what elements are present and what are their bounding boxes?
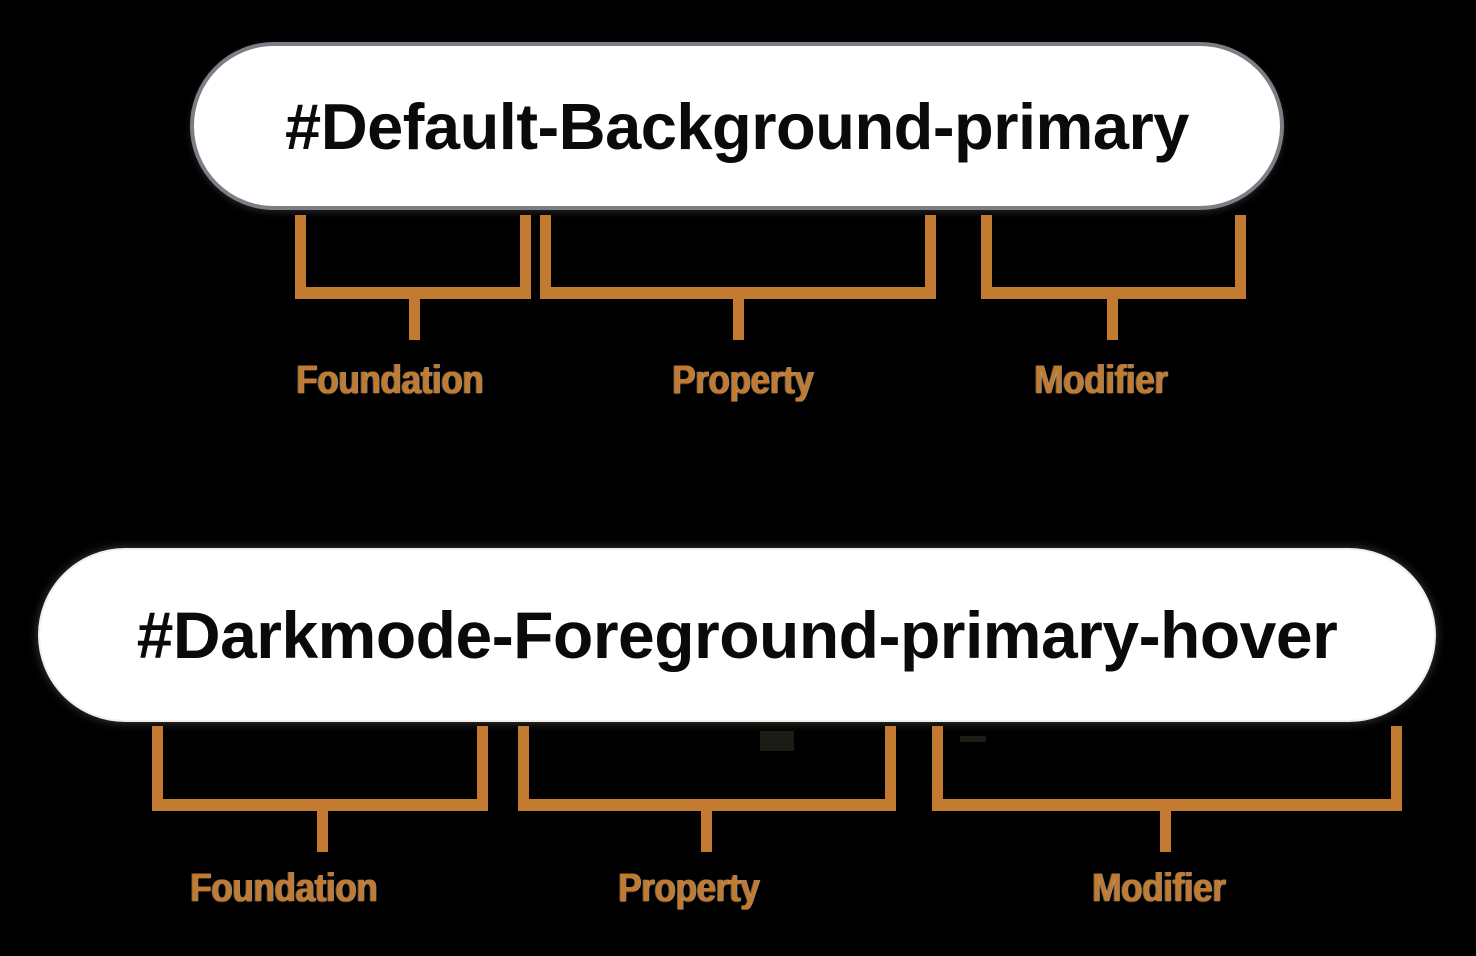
token-pill-darkmode-foreground-primary-hover[interactable]: #Darkmode-Foreground-primary-hover bbox=[38, 548, 1436, 722]
segment-label-foundation-group-1: Foundation bbox=[296, 358, 484, 402]
bracket-modifier-group-1 bbox=[981, 215, 1246, 299]
segment-label-property-group-1: Property bbox=[672, 358, 814, 402]
bracket-foundation-group-1 bbox=[295, 215, 531, 299]
bracket-property-group-1 bbox=[540, 215, 936, 299]
segment-label-modifier-group-1: Modifier bbox=[1034, 358, 1168, 402]
segment-label-property-group-2: Property bbox=[618, 866, 760, 910]
bracket-stem-foundation-group-1 bbox=[409, 292, 420, 340]
bracket-stem-property-group-2 bbox=[701, 804, 712, 852]
bracket-stem-property-group-1 bbox=[733, 292, 744, 340]
segment-label-modifier-group-2: Modifier bbox=[1092, 866, 1226, 910]
bracket-foundation-group-2 bbox=[152, 726, 488, 811]
bracket-stem-modifier-group-2 bbox=[1160, 804, 1171, 852]
segment-label-foundation-group-2: Foundation bbox=[190, 866, 378, 910]
raster-artifact-b bbox=[960, 736, 986, 742]
bracket-modifier-group-2 bbox=[932, 726, 1402, 811]
bracket-stem-modifier-group-1 bbox=[1107, 292, 1118, 340]
bracket-property-group-2 bbox=[518, 726, 896, 811]
raster-artifact-a bbox=[760, 731, 794, 751]
token-pill-default-background-primary[interactable]: #Default-Background-primary bbox=[190, 42, 1284, 210]
bracket-stem-foundation-group-2 bbox=[317, 804, 328, 852]
